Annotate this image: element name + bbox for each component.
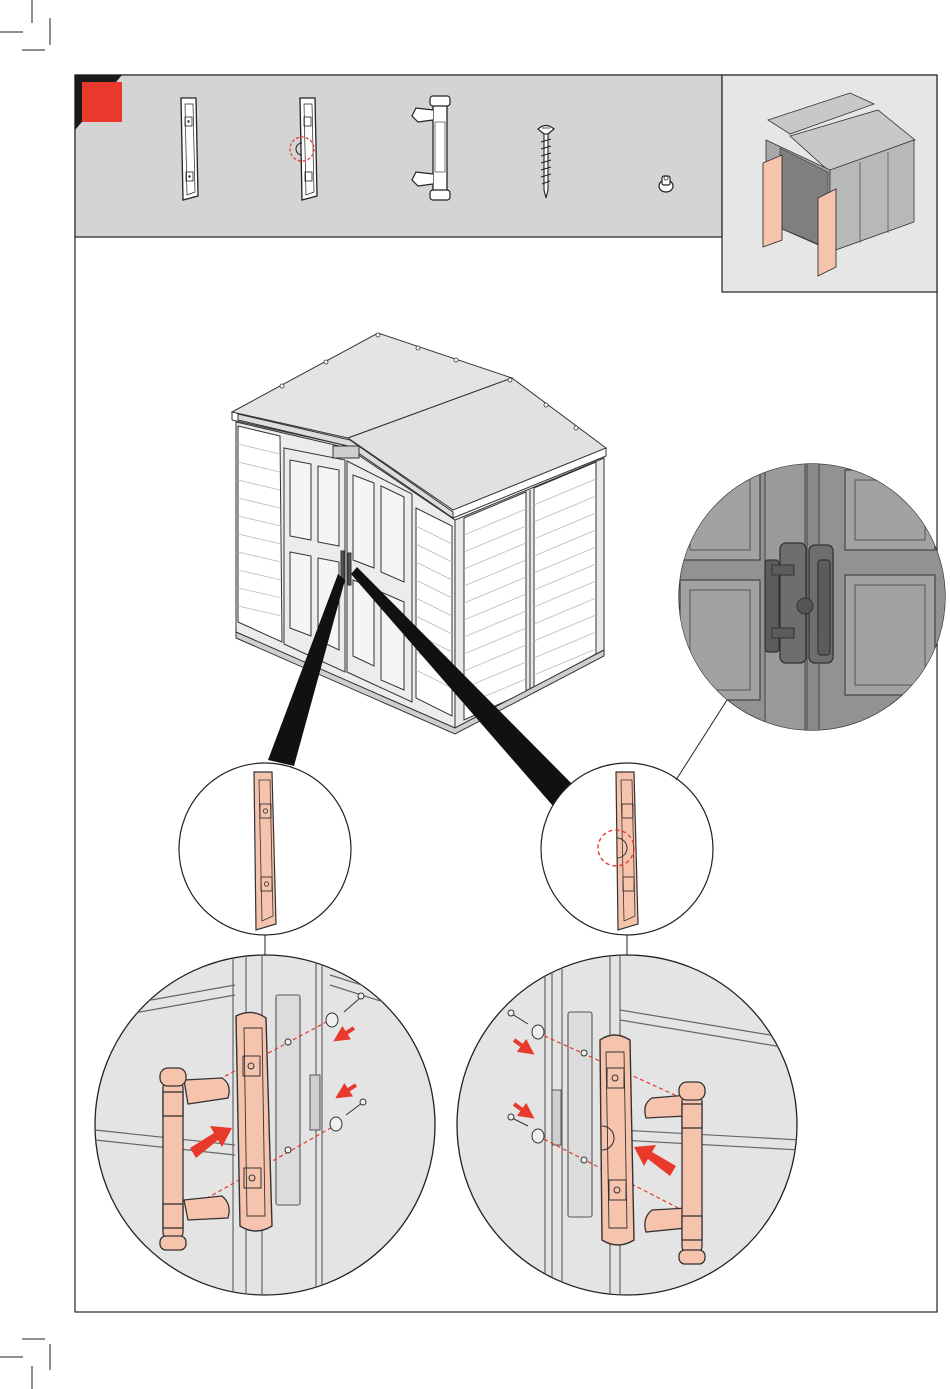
shed-illustration: [232, 333, 606, 734]
door-right-highlight: [818, 189, 836, 276]
notched-plate-detail: [541, 763, 713, 935]
installed-handles-detail: [660, 460, 950, 740]
door-left-highlight: [763, 155, 782, 247]
left-door-install: [95, 955, 440, 1300]
right-door-install: [457, 955, 800, 1300]
plate-icon: [181, 98, 198, 200]
step-marker-red-square: [82, 82, 122, 122]
plain-plate-detail: [179, 763, 351, 935]
crop-marks: [0, 0, 50, 1389]
connector-gray: [676, 700, 727, 780]
overview-thumbnail: [722, 75, 937, 292]
parts-tray: [75, 75, 722, 237]
